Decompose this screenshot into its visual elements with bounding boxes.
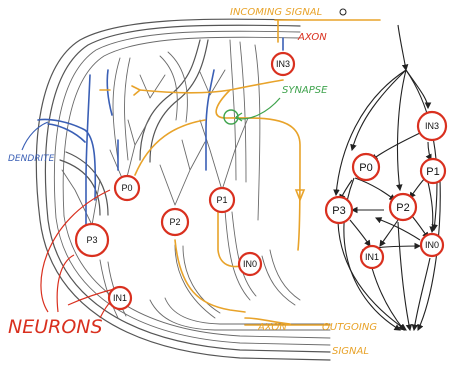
- signal-origin-dot: [340, 9, 346, 15]
- graph-node-in3-label: IN3: [425, 121, 439, 131]
- incoming-signal-label: INCOMING SIGNAL: [230, 7, 322, 18]
- neuron-in0: IN0: [239, 253, 261, 275]
- neuron-p0: P0: [115, 176, 139, 200]
- neuron-p1-label: P1: [216, 195, 227, 205]
- neuron-in3: IN3: [272, 53, 294, 75]
- neuron-in0-label: IN0: [243, 259, 257, 269]
- graph-node-p3-label: P3: [332, 205, 345, 217]
- neurons-pointers: [41, 190, 118, 318]
- graph-node-p0: P0: [353, 154, 379, 180]
- graph-node-p1-label: P1: [426, 166, 439, 178]
- circuit-sketch: P0 P1 P2 P3 IN0 IN1 IN3 INCOMING SIGNAL: [8, 7, 380, 360]
- neuron-p2: P2: [162, 209, 188, 235]
- neuron-p0-label: P0: [121, 183, 132, 193]
- graph-node-in3: IN3: [418, 112, 446, 140]
- outgoing-label: OUTGOING: [322, 322, 377, 333]
- neuron-p3: P3: [76, 224, 108, 256]
- axon-paths: [100, 20, 380, 325]
- neuron-in3-label: IN3: [276, 59, 290, 69]
- graph-node-in1: IN1: [361, 246, 383, 268]
- graph-node-in0-label: IN0: [425, 240, 439, 250]
- axon-bottom-label: AXON: [257, 322, 287, 333]
- synapse-label: SYNAPSE: [282, 85, 328, 96]
- graph-node-p2: P2: [390, 194, 416, 220]
- neuron-in1-label: IN1: [113, 293, 127, 303]
- signal-label: SIGNAL: [332, 346, 369, 357]
- neuron-p2-label: P2: [169, 217, 180, 227]
- neurons-label: NEURONS: [8, 316, 103, 338]
- graph-node-p1: P1: [421, 159, 445, 183]
- neuron-p1: P1: [210, 188, 234, 212]
- neuron-p3-label: P3: [86, 235, 97, 245]
- graph-node-p2-label: P2: [396, 202, 409, 214]
- dendrite-label: DENDRITE: [8, 154, 55, 164]
- axon-top-label: AXON: [297, 32, 327, 43]
- graph-node-in0: IN0: [421, 234, 443, 256]
- graph-node-p0-label: P0: [359, 162, 372, 174]
- dendrite-pointer: [22, 122, 48, 150]
- graph-node-in1-label: IN1: [365, 252, 379, 262]
- neuron-in1: IN1: [109, 287, 131, 309]
- network-graph: IN3 P0 P1 P2 P3 IN1 IN0: [326, 25, 446, 330]
- graph-node-p3: P3: [326, 197, 352, 223]
- dendrite-paths: [38, 38, 283, 230]
